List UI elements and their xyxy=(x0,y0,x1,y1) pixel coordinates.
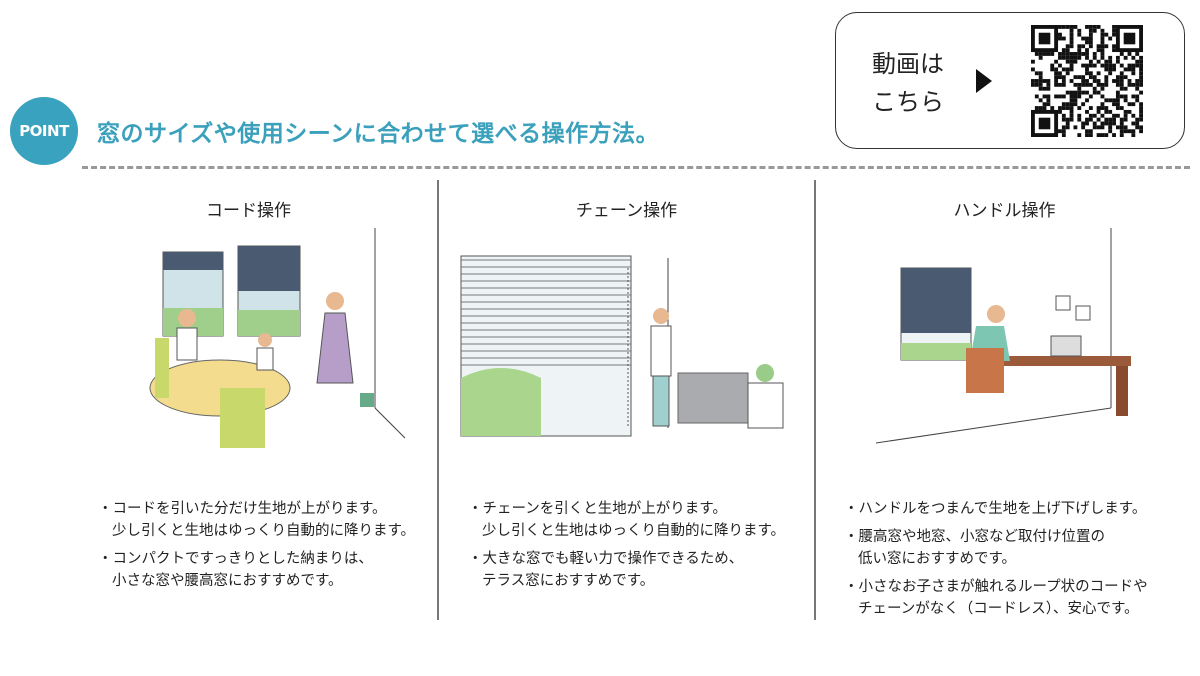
divider xyxy=(82,166,1190,169)
bullet-list: ・ハンドルをつまんで生地を上げ下げします。 ・腰高窓や地窓、小窓など取付け位置の… xyxy=(844,498,1148,626)
chain-operation-illustration xyxy=(460,255,784,437)
video-link-box[interactable]: 動画は こちら xyxy=(835,12,1185,149)
bullet-list: ・コードを引いた分だけ生地が上がります。少し引くと生地はゆっくり自動的に降ります… xyxy=(98,498,415,598)
column-divider xyxy=(814,180,816,620)
column-cord: コード操作 ・コードを引いた分だけ生地が上がります。少し引くと生地はゆっくり自動… xyxy=(60,196,437,589)
column-handle: ハンドル操作 ・ハンドルをつまんで生地を上げ下げします。 ・腰高窓や地窓、小窓な… xyxy=(816,196,1193,617)
bullet-item: ・ハンドルをつまんで生地を上げ下げします。 xyxy=(844,501,1147,517)
cord-operation-illustration xyxy=(149,228,406,448)
column-chain: チェーン操作 ・チェーンを引くと生地が上がります。少し引くと生地はゆっくり自動的… xyxy=(438,196,815,589)
column-divider xyxy=(437,180,439,620)
arrow-right-icon xyxy=(976,69,992,93)
handle-operation-illustration xyxy=(876,228,1131,444)
point-badge: POINT xyxy=(10,97,78,165)
column-heading: チェーン操作 xyxy=(575,201,678,221)
qr-code-icon[interactable] xyxy=(1030,25,1144,137)
video-label-line1: 動画は xyxy=(872,50,944,78)
bullet-list: ・チェーンを引くと生地が上がります。少し引くと生地はゆっくり自動的に降ります。 … xyxy=(468,498,785,598)
bullet-item: ・腰高窓や地窓、小窓など取付け位置の低い窓におすすめです。 xyxy=(844,529,1105,567)
bullet-item: ・チェーンを引くと生地が上がります。少し引くと生地はゆっくり自動的に降ります。 xyxy=(468,501,786,539)
column-heading: ハンドル操作 xyxy=(953,201,1056,221)
video-label: 動画は こちら xyxy=(872,45,944,121)
bullet-item: ・コンパクトですっきりとした納まりは、小さな窓や腰高窓におすすめです。 xyxy=(98,551,373,589)
video-label-line2: こちら xyxy=(872,88,944,116)
bullet-item: ・コードを引いた分だけ生地が上がります。少し引くと生地はゆっくり自動的に降ります… xyxy=(98,501,416,539)
column-heading: コード操作 xyxy=(206,201,291,221)
page-title: 窓のサイズや使用シーンに合わせて選べる操作方法。 xyxy=(97,121,660,147)
bullet-item: ・小さなお子さまが触れるループ状のコードやチェーンがなく（コードレス）、安心です… xyxy=(844,579,1148,617)
bullet-item: ・大きな窓でも軽い力で操作できるため、テラス窓におすすめです。 xyxy=(468,551,744,589)
